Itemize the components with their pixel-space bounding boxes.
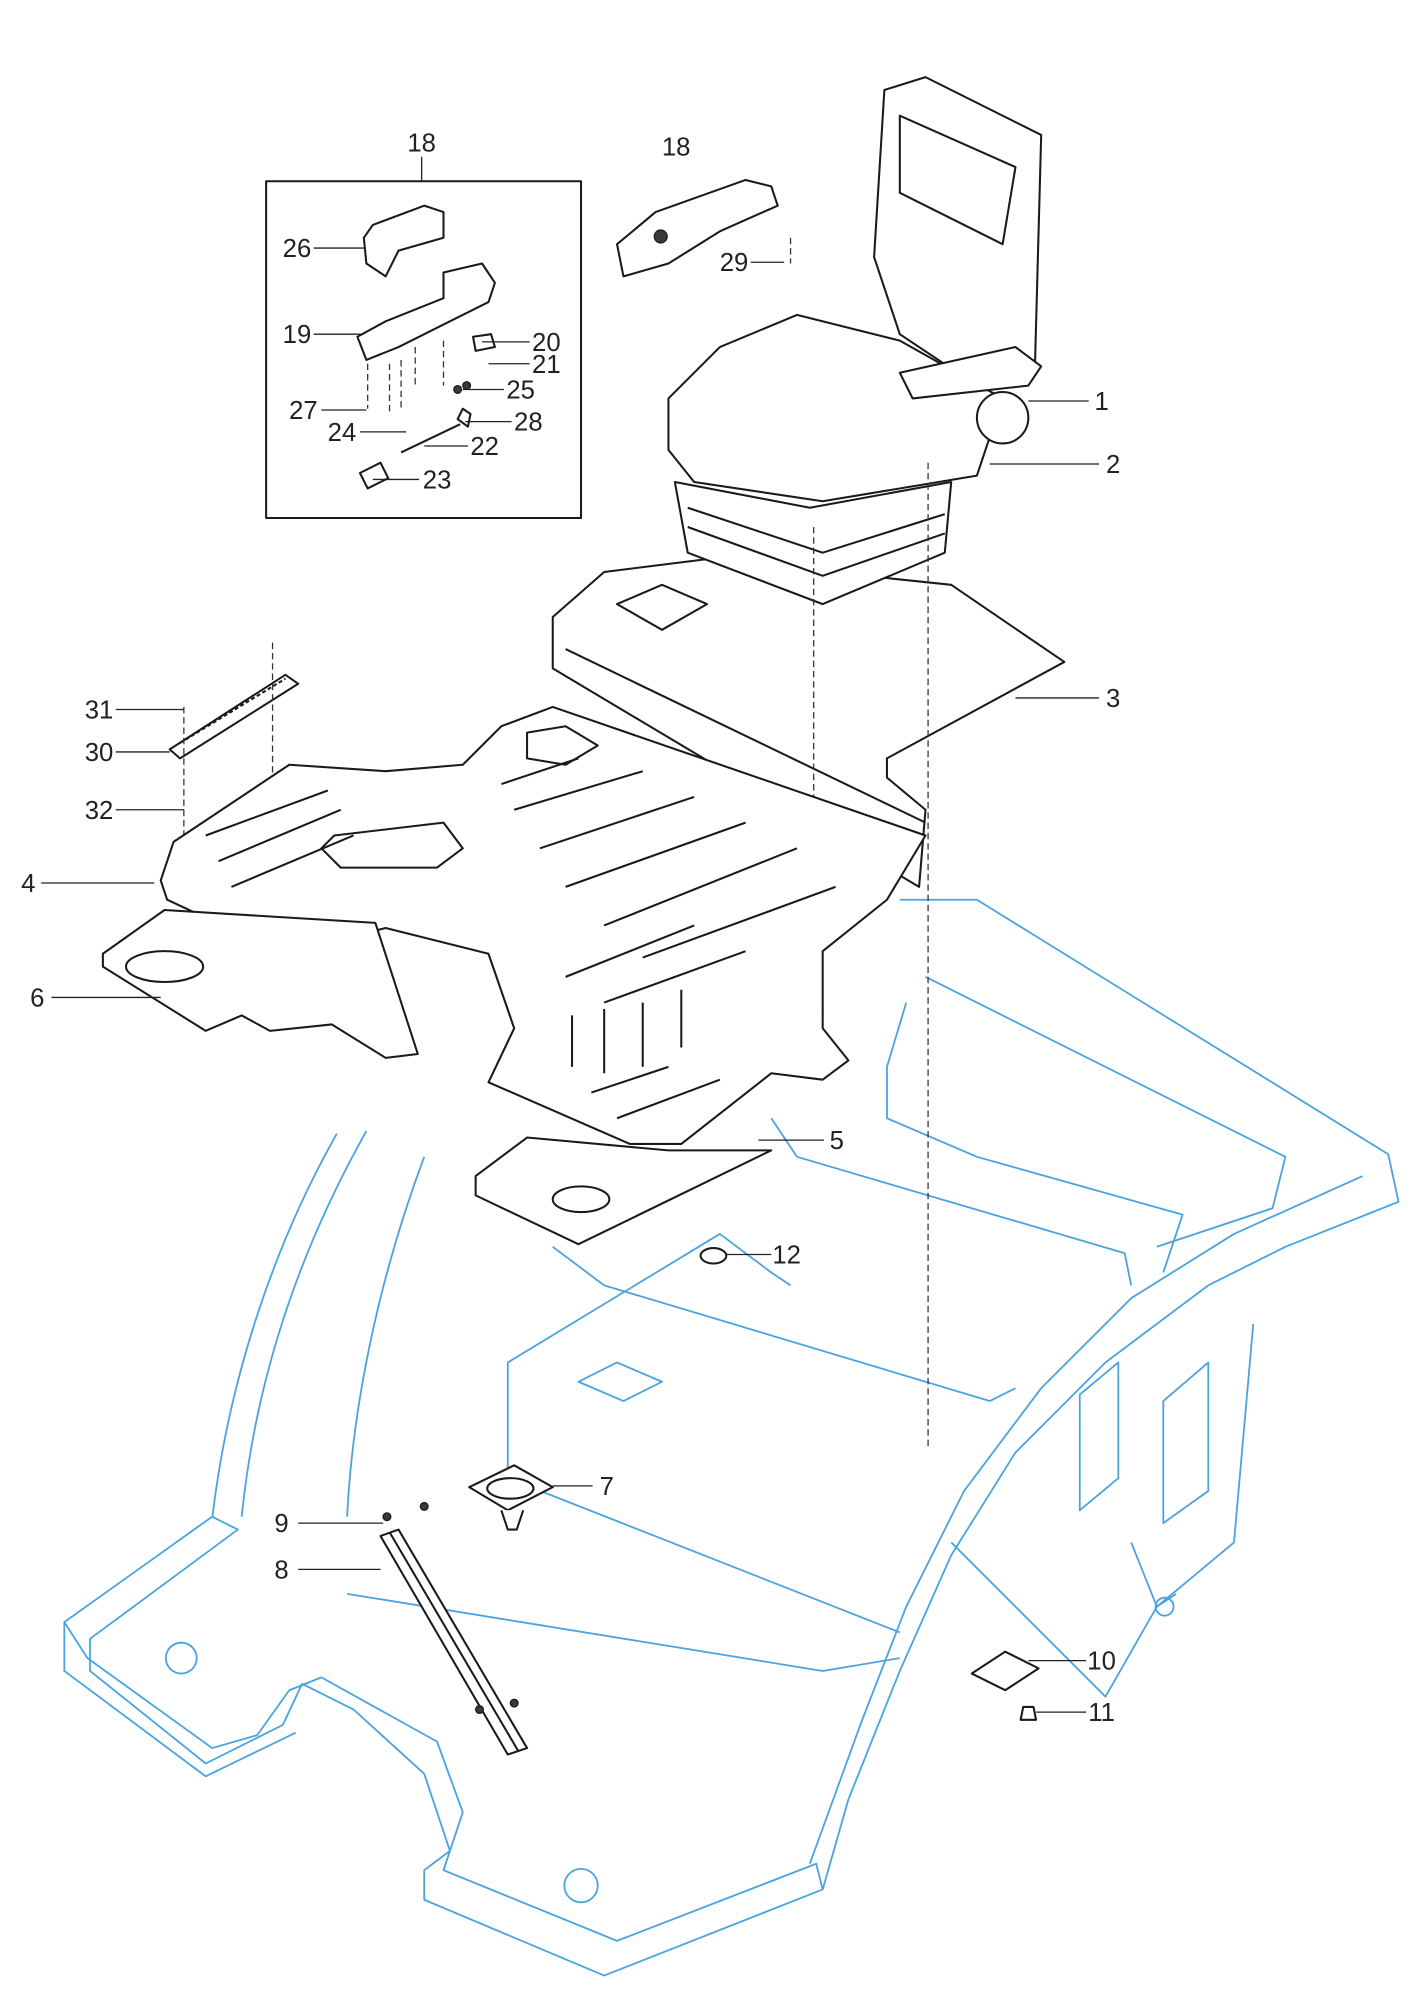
callout-23: 23: [423, 466, 452, 494]
callout-24: 24: [328, 419, 357, 447]
callout-7: 7: [600, 1473, 614, 1501]
callout-26: 26: [283, 235, 312, 263]
small-parts: [379, 1247, 1040, 1756]
mat-hole: [551, 1185, 611, 1214]
mat-hole: [124, 950, 205, 984]
callout-27: 27: [289, 397, 318, 425]
cab-frame: [63, 898, 1400, 1977]
callout-21: 21: [532, 351, 561, 379]
armrest: [615, 178, 792, 278]
callout-3: 3: [1106, 685, 1120, 713]
callout-31: 31: [85, 697, 114, 725]
floor-mat-right: [474, 1136, 773, 1246]
callout-32: 32: [85, 797, 114, 825]
floor-mat-left: [101, 908, 419, 1059]
callout-2: 2: [1106, 451, 1120, 479]
callout-10: 10: [1087, 1648, 1116, 1676]
callout-4: 4: [21, 870, 35, 898]
callout-11: 11: [1088, 1699, 1115, 1727]
callout-12: 12: [772, 1241, 801, 1269]
callout-1: 1: [1094, 388, 1108, 416]
callout-28: 28: [514, 409, 543, 437]
callout-18: 18: [407, 130, 436, 158]
callout-5: 5: [830, 1127, 844, 1155]
callout-19: 19: [283, 321, 312, 349]
callout-8: 8: [274, 1556, 288, 1584]
callout-20: 20: [532, 329, 561, 357]
callout-18: 18: [662, 134, 691, 162]
callout-29: 29: [720, 249, 749, 277]
callout-22: 22: [470, 433, 499, 461]
callout-25: 25: [506, 376, 535, 404]
floor-mat-main: [159, 705, 927, 1145]
callout-30: 30: [85, 739, 114, 767]
callout-9: 9: [274, 1510, 288, 1538]
armrest-detail-inset: [265, 180, 583, 520]
callout-6: 6: [30, 984, 44, 1012]
operator-seat: [667, 76, 1043, 1447]
